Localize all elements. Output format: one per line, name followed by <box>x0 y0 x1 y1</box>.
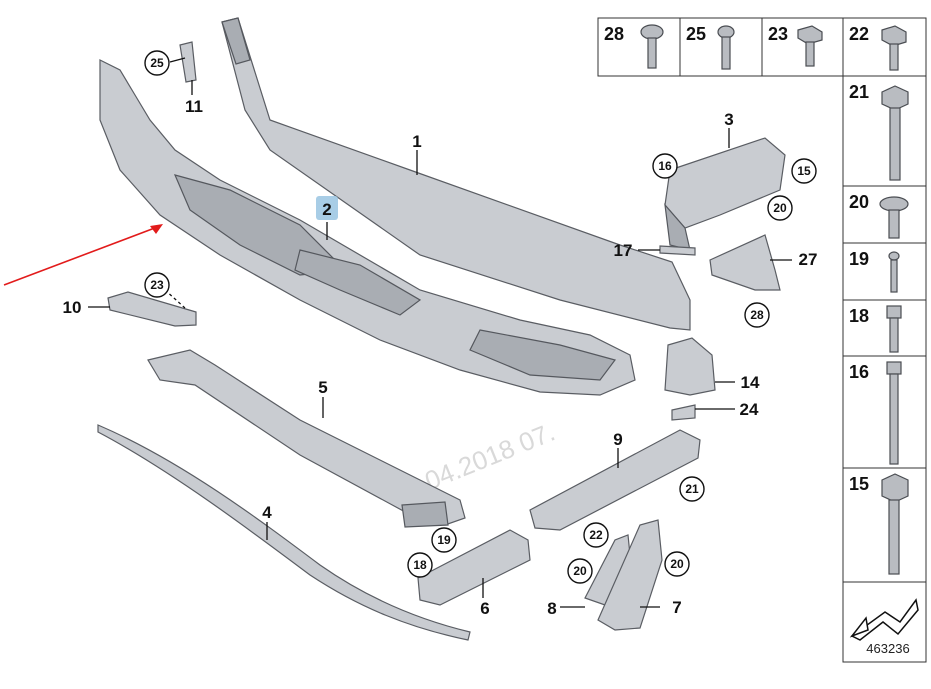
bolt-21-icon <box>881 85 909 111</box>
fastener-cell-16[interactable]: 16 <box>849 361 902 465</box>
circle-ref-18[interactable]: 18 <box>413 558 427 572</box>
part-9-rail[interactable] <box>529 429 701 531</box>
callout-6[interactable]: 6 <box>480 599 489 618</box>
callout-27[interactable]: 27 <box>799 250 818 269</box>
svg-text:20: 20 <box>849 192 869 212</box>
part-14-bracket[interactable] <box>664 337 716 396</box>
callout-11[interactable]: 11 <box>185 97 203 116</box>
leader-lines <box>88 57 792 608</box>
callout-24[interactable]: 24 <box>740 400 759 419</box>
circle-ref-21[interactable]: 21 <box>685 482 699 496</box>
circle-ref-23[interactable]: 23 <box>150 278 164 292</box>
part-17-clip[interactable] <box>659 245 696 256</box>
circle-ref-25[interactable]: 25 <box>150 56 164 70</box>
direction-arrow-icon <box>849 598 919 641</box>
callout-numbers: 1 2 3 4 5 6 7 8 9 10 11 14 17 24 27 <box>63 97 818 618</box>
circle-ref-28[interactable]: 28 <box>750 308 764 322</box>
circle-ref-22[interactable]: 22 <box>589 528 603 542</box>
svg-text:28: 28 <box>604 24 624 44</box>
svg-text:16: 16 <box>849 362 869 382</box>
circle-ref-16[interactable]: 16 <box>658 159 672 173</box>
bolt-15-icon <box>881 473 909 503</box>
callout-10[interactable]: 10 <box>63 298 82 317</box>
fastener-cell-18[interactable]: 18 <box>849 305 902 353</box>
part-24-clip[interactable] <box>671 404 696 421</box>
fastener-cell-22[interactable]: 22 <box>849 24 907 71</box>
callout-4[interactable]: 4 <box>262 503 272 522</box>
screw-28-icon <box>640 24 664 40</box>
fastener-cell-20[interactable]: 20 <box>849 192 909 239</box>
circle-ref-20-c[interactable]: 20 <box>670 557 684 571</box>
bolt-22-icon <box>881 25 907 47</box>
fastener-cell-25[interactable]: 25 <box>686 24 735 70</box>
svg-text:21: 21 <box>849 82 869 102</box>
svg-text:19: 19 <box>849 249 869 269</box>
part-8-bracket[interactable] <box>584 534 631 606</box>
rivet-19-icon <box>888 251 900 261</box>
svg-text:22: 22 <box>849 24 869 44</box>
part-4-strip[interactable] <box>97 424 471 641</box>
document-number: 463236 <box>866 641 909 656</box>
part-5-support[interactable] <box>147 349 466 528</box>
bolt-16-icon <box>886 361 902 375</box>
fastener-table-top-row: 28 25 23 22 <box>597 17 927 77</box>
callout-2-highlight <box>316 196 338 220</box>
callout-2[interactable]: 2 <box>322 200 331 219</box>
svg-text:23: 23 <box>768 24 788 44</box>
circled-refs: 25 23 16 15 20 28 21 22 19 18 20 20 <box>144 50 817 584</box>
part-10-bracket[interactable] <box>107 291 197 327</box>
callout-9[interactable]: 9 <box>613 430 622 449</box>
callout-3[interactable]: 3 <box>724 110 733 129</box>
fastener-table-column: 21 20 19 18 16 15 <box>842 75 927 663</box>
circle-ref-20-a[interactable]: 20 <box>773 201 787 215</box>
circle-ref-20-b[interactable]: 20 <box>573 564 587 578</box>
part-6-rail[interactable] <box>417 529 531 606</box>
part-27-bracket[interactable] <box>709 234 781 291</box>
fastener-cell-19[interactable]: 19 <box>849 249 900 293</box>
svg-text:18: 18 <box>849 306 869 326</box>
callout-14[interactable]: 14 <box>741 373 760 392</box>
part-3-bracket[interactable] <box>664 137 786 251</box>
fastener-cell-28[interactable]: 28 <box>604 24 664 69</box>
part-7-bracket[interactable] <box>597 519 663 631</box>
part-2-bumper-carrier[interactable] <box>99 59 636 396</box>
circle-ref-15[interactable]: 15 <box>797 164 811 178</box>
part-11-bracket[interactable] <box>179 41 197 83</box>
screw-25-icon <box>717 25 735 39</box>
nut-23-icon <box>797 25 823 45</box>
callout-8[interactable]: 8 <box>547 599 556 618</box>
circle-ref-19[interactable]: 19 <box>437 533 451 547</box>
callout-5[interactable]: 5 <box>318 378 327 397</box>
fastener-cell-23[interactable]: 23 <box>768 24 823 67</box>
callout-1[interactable]: 1 <box>412 132 421 151</box>
part-1-crossmember[interactable] <box>221 17 691 331</box>
fastener-cell-15[interactable]: 15 <box>849 473 909 575</box>
screw-20-icon <box>879 196 909 212</box>
callout-17[interactable]: 17 <box>614 241 633 260</box>
callout-7[interactable]: 7 <box>672 598 681 617</box>
svg-text:25: 25 <box>686 24 706 44</box>
fastener-cell-21[interactable]: 21 <box>849 82 909 181</box>
svg-text:15: 15 <box>849 474 869 494</box>
red-arrow <box>3 224 163 286</box>
bolt-18-icon <box>886 305 902 319</box>
